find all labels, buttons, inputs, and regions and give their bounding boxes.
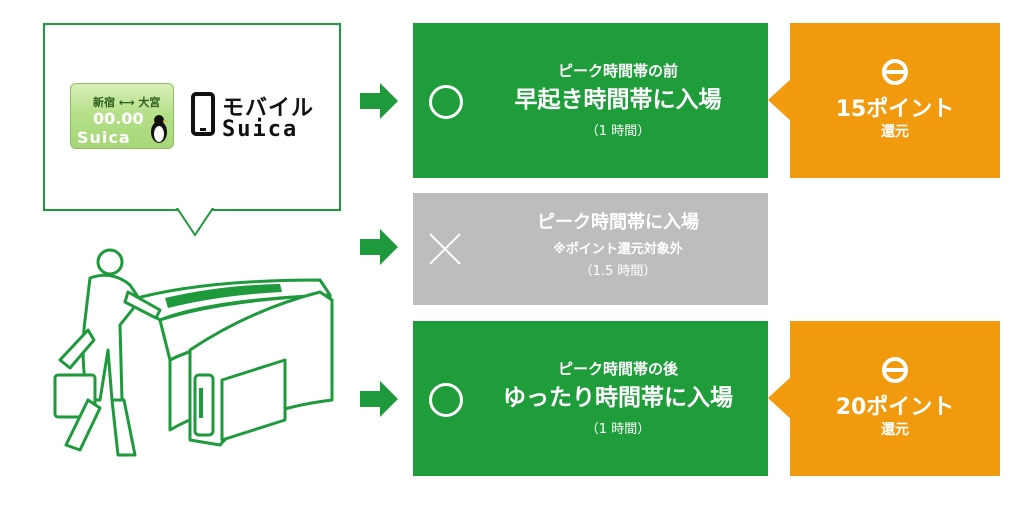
arrow-right-icon — [360, 381, 398, 417]
badge-pointer — [768, 376, 792, 420]
points-amount: 15ポイント — [835, 97, 955, 122]
badge-pointer — [768, 78, 792, 122]
relaxed-panel: ピーク時間帯の後 ゆったり時間帯に入場 （1 時間） — [413, 321, 768, 476]
card-brand: Suica — [77, 128, 131, 147]
penguin-icon — [151, 115, 168, 143]
peak-line2: ※ポイント還元対象外 — [553, 242, 683, 257]
relaxed-line2: ゆったり時間帯に入場 — [503, 385, 733, 411]
points-badge-20: 20ポイント 還元 — [768, 321, 1000, 476]
circle-icon — [429, 383, 463, 417]
jre-point-icon — [882, 59, 908, 85]
points-label: 還元 — [881, 422, 909, 438]
relaxed-line1: ピーク時間帯の後 — [557, 360, 678, 378]
peak-line1: ピーク時間帯に入場 — [537, 212, 699, 233]
peak-line3: （1.5 時間） — [579, 264, 657, 279]
points-label: 還元 — [881, 124, 909, 140]
points-amount: 20ポイント — [835, 395, 955, 420]
early-line2: 早起き時間帯に入場 — [514, 87, 722, 113]
suica-card: 新宿 ⟷ 大宮 00.00 Suica — [70, 83, 174, 149]
phone-icon — [191, 92, 215, 136]
commuter-gate-illustration — [53, 248, 334, 457]
early-line1: ピーク時間帯の前 — [557, 62, 678, 80]
early-bird-panel: ピーク時間帯の前 早起き時間帯に入場 （1 時間） — [413, 23, 768, 178]
card-route: 新宿 ⟷ 大宮 — [93, 96, 161, 109]
mobile-suica-subtitle: Suica — [222, 117, 299, 142]
relaxed-line3: （1 時間） — [585, 422, 651, 437]
speech-bubble-tail — [175, 205, 215, 237]
card-balance: 00.00 — [93, 109, 144, 128]
arrow-right-icon — [360, 229, 398, 265]
peak-panel: ピーク時間帯に入場 ※ポイント還元対象外 （1.5 時間） — [413, 193, 768, 305]
circle-icon — [429, 85, 463, 119]
points-badge-15: 15ポイント 還元 — [768, 23, 1000, 178]
mobile-suica-title: モバイル — [222, 96, 315, 121]
jre-point-icon — [882, 357, 908, 383]
early-line3: （1 時間） — [585, 124, 651, 139]
cross-icon — [429, 233, 461, 265]
arrow-right-icon — [360, 83, 398, 119]
